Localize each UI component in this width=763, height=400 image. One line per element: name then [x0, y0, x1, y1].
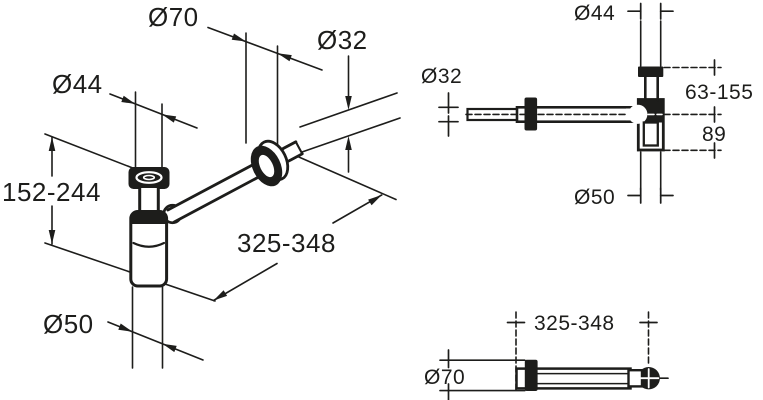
- dim-label-pipe-diameter-side: Ø32: [317, 25, 368, 55]
- front-dimension-ticks: [438, 2, 674, 204]
- trap-top-object: [515, 359, 669, 391]
- dim-label-inlet-diameter-front: Ø44: [574, 2, 615, 25]
- front-extension-lines: [639, 20, 662, 191]
- inlet-nut: [128, 167, 170, 189]
- dim-label-body-diameter-side: Ø50: [43, 309, 94, 339]
- pipe-socket-top: [627, 369, 644, 388]
- wall-flange-top: [524, 359, 538, 391]
- dim-label-length-range-side: 325-348: [237, 228, 336, 258]
- wall-flange-front: [524, 97, 538, 131]
- dim-label-center-to-bottom-front: 89: [702, 123, 726, 146]
- inlet-nut-front: [638, 66, 664, 77]
- side-view: Ø70 Ø32 Ø44 152-244 325-348 Ø50: [2, 2, 401, 369]
- dim-label-pipe-diameter-front: Ø32: [421, 65, 462, 88]
- trap-side-object: [128, 139, 304, 288]
- trap-front-object: [465, 66, 722, 152]
- top-extension-lines: [439, 349, 526, 400]
- side-dimension-lines: [48, 26, 383, 361]
- dim-label-length-range-top: 325-348: [534, 312, 615, 335]
- front-view: Ø44 Ø32 63-155 89 Ø50: [421, 2, 753, 209]
- wall-flange-hole: [258, 154, 275, 178]
- neck-tube: [141, 188, 158, 213]
- dim-label-inlet-diameter-side: Ø44: [52, 69, 103, 99]
- dim-label-body-diameter-front: Ø50: [574, 186, 615, 209]
- dim-label-wall-range-front: 63-155: [685, 81, 753, 104]
- trap-body-seam: [132, 241, 166, 248]
- front-reference-dashed-lines: [663, 59, 722, 159]
- dim-label-height-range-side: 152-244: [2, 177, 101, 207]
- dim-label-flange-diameter-top: Ø70: [424, 366, 465, 389]
- dim-label-flange-diameter-side: Ø70: [148, 2, 199, 32]
- top-view: 325-348 Ø70: [424, 311, 669, 400]
